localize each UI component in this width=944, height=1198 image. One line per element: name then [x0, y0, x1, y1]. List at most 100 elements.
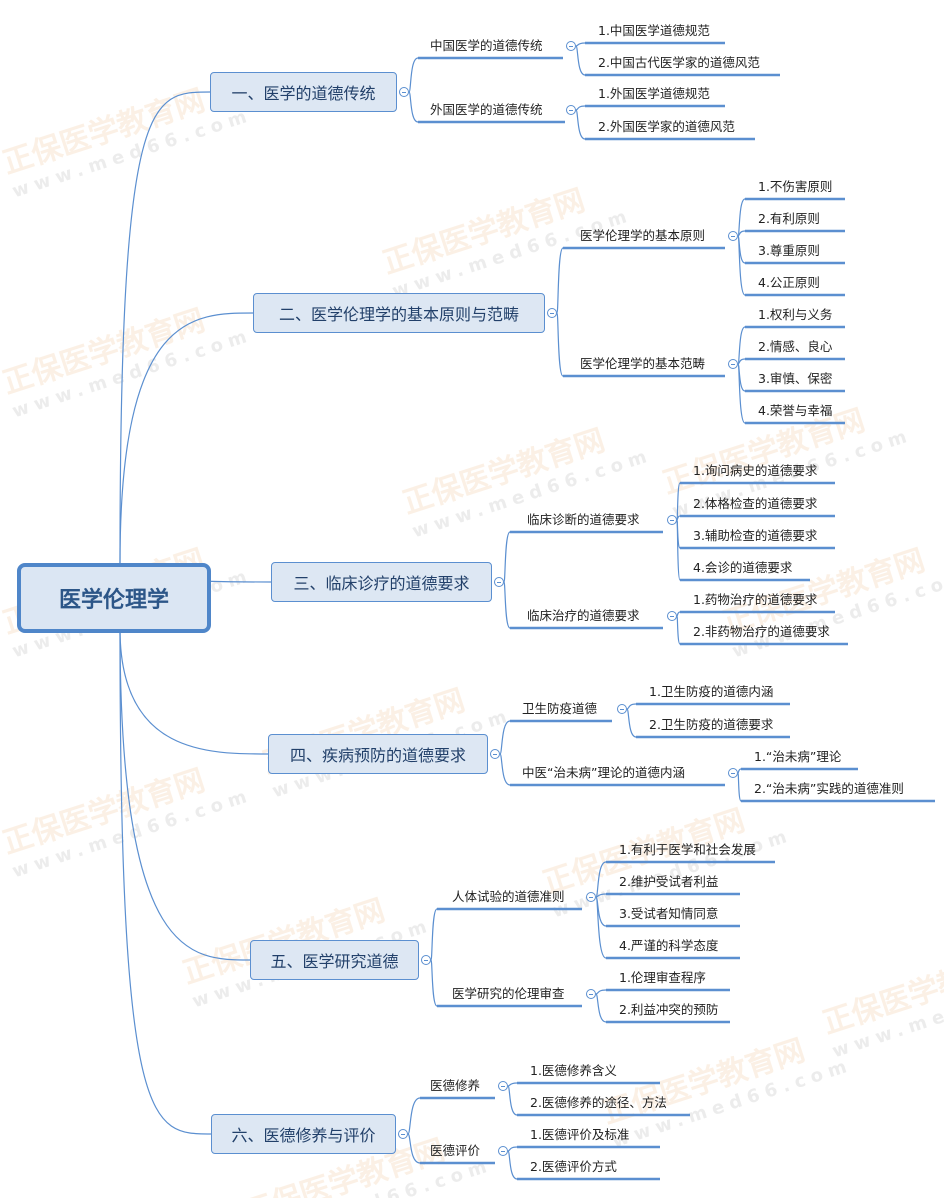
- leaf-label[interactable]: 1.中国医学道德规范: [598, 23, 710, 38]
- leaf-label[interactable]: 1.权利与义务: [758, 307, 833, 322]
- subtopic-label[interactable]: 医德修养: [430, 1078, 481, 1093]
- leaf-connector: [507, 1150, 518, 1180]
- leaf-label[interactable]: 1.“治未病”理论: [754, 749, 842, 764]
- leaf-connector: [676, 615, 681, 645]
- leaf-connector: [626, 708, 637, 738]
- branch-connector: [556, 312, 564, 377]
- leaf-label[interactable]: 1.药物治疗的道德要求: [693, 592, 818, 607]
- subtopic-label[interactable]: 医学伦理学的基本范畴: [580, 356, 706, 371]
- leaf-connector: [595, 989, 607, 995]
- leaf-label[interactable]: 2.“治未病”实践的道德准则: [754, 781, 904, 796]
- leaf-connector: [595, 993, 607, 1023]
- leaf-label[interactable]: 4.荣誉与幸福: [758, 403, 833, 418]
- branch-connector: [499, 753, 511, 786]
- leaf-label[interactable]: 3.尊重原则: [758, 243, 820, 258]
- leaf-label[interactable]: 3.受试者知情同意: [619, 906, 719, 921]
- leaf-label[interactable]: 2.体格检查的道德要求: [693, 496, 818, 511]
- branch-connector: [407, 1097, 421, 1135]
- branch-node-1[interactable]: 一、医学的道德传统: [210, 72, 397, 112]
- leaf-label[interactable]: 1.询问病史的道德要求: [693, 463, 818, 478]
- collapse-toggle-icon[interactable]: [494, 577, 504, 587]
- leaf-label[interactable]: 1.有利于医学和社会发展: [619, 842, 756, 857]
- subtopic-label[interactable]: 医德评价: [430, 1143, 481, 1158]
- leaf-label[interactable]: 4.严谨的科学态度: [619, 938, 719, 953]
- collapse-toggle-icon[interactable]: [728, 359, 738, 369]
- branch-connector: [499, 720, 511, 755]
- leaf-label[interactable]: 4.公正原则: [758, 275, 820, 290]
- branch-connector: [430, 959, 438, 1007]
- subtopic-label[interactable]: 外国医学的道德传统: [430, 102, 543, 117]
- subtopic-label[interactable]: 医学伦理学的基本原则: [580, 228, 706, 243]
- collapse-toggle-icon[interactable]: [566, 105, 576, 115]
- collapse-toggle-icon[interactable]: [586, 989, 596, 999]
- branch-connector: [408, 57, 419, 93]
- collapse-toggle-icon[interactable]: [728, 231, 738, 241]
- leaf-label[interactable]: 3.审慎、保密: [758, 371, 833, 386]
- subtopic-label[interactable]: 临床诊断的道德要求: [527, 512, 640, 527]
- root-connector: [119, 312, 254, 564]
- leaf-label[interactable]: 2.维护受试者利益: [619, 874, 719, 889]
- leaf-label[interactable]: 2.有利原则: [758, 211, 820, 226]
- leaf-label[interactable]: 1.卫生防疫的道德内涵: [649, 684, 774, 699]
- leaf-label[interactable]: 4.会诊的道德要求: [693, 560, 793, 575]
- leaf-connector: [575, 105, 586, 111]
- collapse-toggle-icon[interactable]: [617, 704, 627, 714]
- branch-node-4[interactable]: 四、疾病预防的道德要求: [268, 734, 488, 774]
- leaf-label[interactable]: 2.利益冲突的预防: [619, 1002, 719, 1017]
- leaf-label[interactable]: 1.伦理审查程序: [619, 970, 706, 985]
- root-connector: [119, 628, 269, 755]
- leaf-connector: [575, 45, 586, 76]
- leaf-label[interactable]: 2.非药物治疗的道德要求: [693, 624, 830, 639]
- leaf-label[interactable]: 1.不伤害原则: [758, 179, 833, 194]
- subtopic-label[interactable]: 临床治疗的道德要求: [527, 608, 640, 623]
- subtopic-label[interactable]: 中医“治未病”理论的道德内涵: [522, 765, 685, 780]
- leaf-label[interactable]: 3.辅助检查的道德要求: [693, 528, 818, 543]
- branch-connector: [503, 531, 511, 583]
- leaf-connector: [676, 482, 681, 521]
- collapse-toggle-icon[interactable]: [490, 749, 500, 759]
- leaf-connector: [595, 893, 607, 898]
- collapse-toggle-icon[interactable]: [728, 768, 738, 778]
- collapse-toggle-icon[interactable]: [421, 955, 431, 965]
- collapse-toggle-icon[interactable]: [566, 41, 576, 51]
- subtopic-label[interactable]: 人体试验的道德准则: [452, 889, 565, 904]
- leaf-label[interactable]: 1.医德修养含义: [530, 1063, 617, 1078]
- leaf-connector: [737, 768, 742, 774]
- branch-node-6[interactable]: 六、医德修养与评价: [211, 1114, 396, 1154]
- leaf-connector: [737, 772, 742, 802]
- subtopic-label[interactable]: 医学研究的伦理审查: [452, 986, 565, 1001]
- collapse-toggle-icon[interactable]: [498, 1146, 508, 1156]
- branch-connector: [430, 908, 438, 961]
- leaf-connector: [737, 198, 746, 237]
- leaf-label[interactable]: 2.医德修养的途径、方法: [530, 1095, 667, 1110]
- leaf-label[interactable]: 2.医德评价方式: [530, 1159, 617, 1174]
- collapse-toggle-icon[interactable]: [399, 87, 409, 97]
- leaf-connector: [595, 861, 607, 898]
- leaf-connector: [507, 1085, 518, 1116]
- leaf-label[interactable]: 2.情感、良心: [758, 339, 833, 354]
- leaf-connector: [676, 519, 681, 581]
- subtopic-label[interactable]: 卫生防疫道德: [522, 701, 598, 716]
- root-node[interactable]: 医学伦理学: [17, 563, 211, 633]
- leaf-connector: [575, 109, 586, 140]
- leaf-label[interactable]: 2.中国古代医学家的道德风范: [598, 55, 760, 70]
- leaf-connector: [595, 896, 607, 959]
- branch-node-5[interactable]: 五、医学研究道德: [250, 940, 419, 980]
- leaf-connector: [676, 611, 681, 617]
- leaf-label[interactable]: 1.医德评价及标准: [530, 1127, 630, 1142]
- collapse-toggle-icon[interactable]: [498, 1081, 508, 1091]
- branch-connector: [408, 91, 419, 123]
- leaf-label[interactable]: 2.外国医学家的道德风范: [598, 119, 735, 134]
- subtopic-label[interactable]: 中国医学的道德传统: [430, 38, 543, 53]
- branch-node-2[interactable]: 二、医学伦理学的基本原则与范畴: [253, 293, 545, 333]
- leaf-label[interactable]: 1.外国医学道德规范: [598, 86, 710, 101]
- branch-connector: [407, 1133, 421, 1164]
- leaf-label[interactable]: 2.卫生防疫的道德要求: [649, 717, 774, 732]
- branch-node-3[interactable]: 三、临床诊疗的道德要求: [271, 562, 492, 602]
- collapse-toggle-icon[interactable]: [547, 308, 557, 318]
- collapse-toggle-icon[interactable]: [667, 611, 677, 621]
- collapse-toggle-icon[interactable]: [398, 1129, 408, 1139]
- branch-connector: [503, 581, 511, 629]
- collapse-toggle-icon[interactable]: [667, 515, 677, 525]
- collapse-toggle-icon[interactable]: [586, 892, 596, 902]
